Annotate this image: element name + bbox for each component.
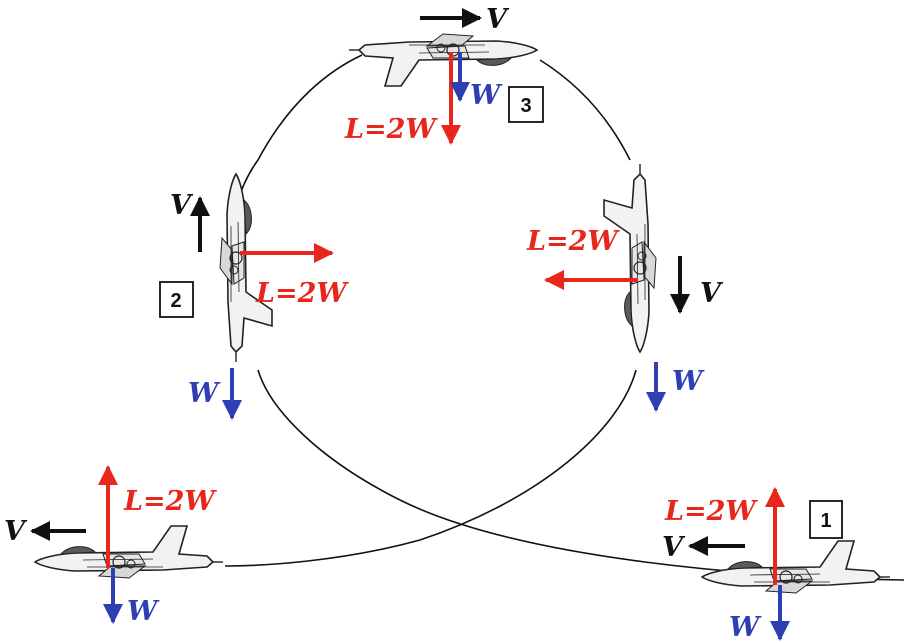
- aircraft-position-4: [603, 163, 657, 353]
- marker-box-2: 2: [159, 281, 194, 318]
- lift-label-5: L=2W: [123, 486, 217, 517]
- jet-aircraft-icon: [219, 173, 273, 363]
- path-top-right-arc: [539, 59, 631, 161]
- velocity-label-3: V: [486, 4, 510, 35]
- jet-aircraft-icon: [348, 33, 538, 87]
- path-top-left-arc: [257, 54, 363, 161]
- lift-label-3: L=2W: [344, 114, 438, 145]
- lift-label-4: L=2W: [526, 226, 620, 257]
- lift-label-2: L=2W: [255, 278, 349, 309]
- jet-aircraft-icon: [603, 163, 657, 353]
- aircraft-position-2: [219, 173, 273, 363]
- velocity-label-2: V: [170, 190, 194, 221]
- marker-label-2: 2: [170, 290, 181, 312]
- flight-path: [224, 54, 904, 581]
- marker-label-3: 3: [520, 95, 531, 117]
- aircraft-position-5: [34, 525, 224, 579]
- velocity-label-4: V: [700, 278, 724, 309]
- marker-box-1: 1: [809, 500, 843, 539]
- lift-label-1: L=2W: [664, 496, 758, 527]
- path-crossing-arc: [257, 369, 401, 501]
- weight-label-4: W: [672, 366, 705, 397]
- jet-aircraft-icon: [701, 540, 891, 594]
- weight-label-5: W: [127, 596, 160, 627]
- weight-label-3: W: [470, 80, 503, 111]
- velocity-label-1: V: [662, 532, 686, 563]
- aircraft-position-1: [701, 540, 891, 594]
- weight-label-2: W: [188, 378, 221, 409]
- jet-aircraft-icon: [34, 525, 224, 579]
- path-exit-segment: [224, 539, 421, 567]
- aircraft-position-3: [348, 33, 538, 87]
- marker-box-3: 3: [508, 86, 544, 123]
- path-right-arc: [419, 369, 637, 541]
- marker-label-1: 1: [820, 510, 831, 532]
- weight-label-1: W: [729, 612, 762, 643]
- velocity-label-5: V: [4, 516, 28, 547]
